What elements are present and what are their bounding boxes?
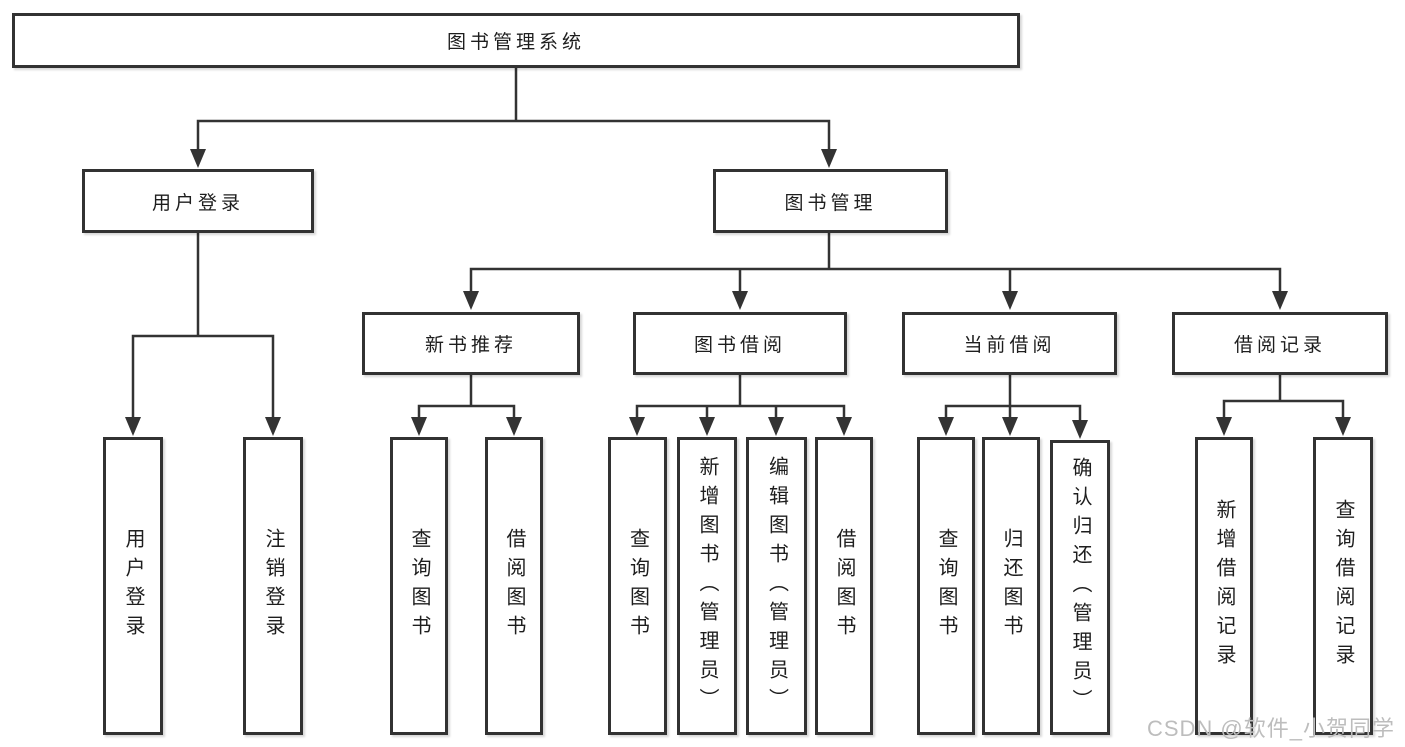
leaf-add-borrowing-record: 新增借阅记录 xyxy=(1195,437,1253,735)
node-borrowing-records: 借阅记录 xyxy=(1172,312,1388,375)
watermark-text: CSDN @软件_小贺同学 xyxy=(1146,716,1395,741)
connector-book-management xyxy=(463,231,1288,310)
connector-borrowing-records xyxy=(1216,373,1351,436)
node-user-login-group: 用户登录 xyxy=(82,169,314,233)
leaf-logout: 注销登录 xyxy=(243,437,303,735)
leaf-query-borrowing-record: 查询借阅记录 xyxy=(1313,437,1373,735)
connector-new-book-recommendation xyxy=(411,373,522,436)
node-book-borrowing: 图书借阅 xyxy=(633,312,847,375)
leaf-query-books-current: 查询图书 xyxy=(917,437,975,735)
leaf-query-books-borrowing: 查询图书 xyxy=(608,437,667,735)
leaf-return-book: 归还图书 xyxy=(982,437,1040,735)
connector-current-borrowing xyxy=(938,373,1088,439)
leaf-add-book-admin: 新增图书（管理员） xyxy=(677,437,737,735)
node-current-borrowing: 当前借阅 xyxy=(902,312,1117,375)
node-library-system: 图书管理系统 xyxy=(12,13,1020,68)
connector-book-borrowing xyxy=(629,373,852,436)
connector-user-login xyxy=(125,231,281,436)
connector-root xyxy=(190,66,837,168)
leaf-user-login: 用户登录 xyxy=(103,437,163,735)
leaf-borrow-books-borrowing: 借阅图书 xyxy=(815,437,873,735)
leaf-borrow-books-recommend: 借阅图书 xyxy=(485,437,543,735)
node-new-book-recommendation: 新书推荐 xyxy=(362,312,580,375)
node-book-management: 图书管理 xyxy=(713,169,948,233)
leaf-query-books-recommend: 查询图书 xyxy=(390,437,448,735)
leaf-edit-book-admin: 编辑图书（管理员） xyxy=(746,437,807,735)
leaf-confirm-return-admin: 确认归还（管理员） xyxy=(1050,440,1110,735)
